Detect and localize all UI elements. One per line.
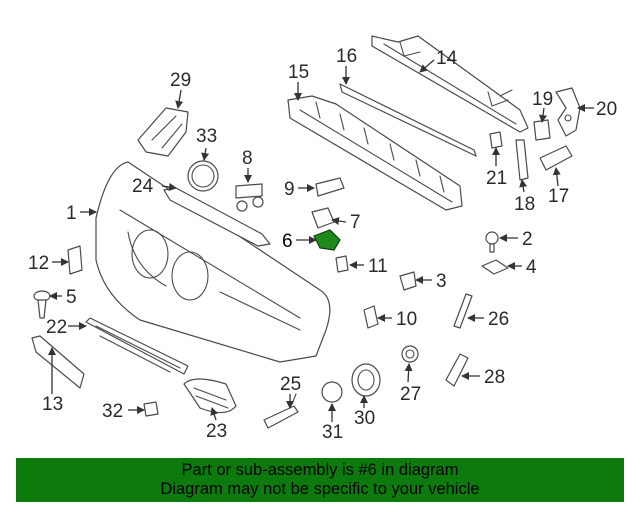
notice-line-1: Part or sub-assembly is #6 in diagram [181, 461, 459, 479]
part-32-clip[interactable] [143, 401, 159, 417]
part-33-emblem[interactable] [187, 160, 219, 192]
part-23-fog-grille[interactable] [183, 378, 237, 414]
callout-2: 2 [522, 229, 533, 250]
callout-28: 28 [484, 367, 505, 388]
callout-23: 23 [206, 421, 227, 442]
part-6-highlighted-part[interactable] [313, 229, 341, 251]
callout-26: 26 [488, 309, 509, 330]
part-30-sensor-holder[interactable] [351, 363, 381, 397]
callout-16: 16 [336, 46, 357, 67]
callout-10: 10 [396, 309, 417, 330]
callout-33: 33 [196, 126, 217, 147]
callout-17: 17 [548, 186, 569, 207]
callout-31: 31 [322, 422, 343, 443]
callout-30: 30 [354, 408, 375, 429]
part-27-sensor[interactable] [401, 345, 419, 363]
callout-32: 32 [102, 401, 123, 422]
part-16-impact-strip[interactable] [339, 83, 477, 157]
callout-29: 29 [170, 70, 191, 91]
part-13-plate-bracket[interactable] [31, 335, 85, 389]
part-14-bumper-carrier[interactable] [371, 35, 529, 133]
callout-24: 24 [132, 176, 154, 197]
part-12-bracket[interactable] [67, 245, 83, 275]
part-9-cover[interactable] [315, 177, 345, 197]
notice-banner: Part or sub-assembly is #6 in diagram Di… [16, 458, 624, 502]
callout-4: 4 [526, 257, 537, 278]
part-7-bracket[interactable] [311, 207, 335, 229]
callout-27: 27 [400, 384, 421, 405]
callout-8: 8 [242, 148, 253, 169]
part-21-clip[interactable] [489, 131, 503, 149]
part-20-bracket[interactable] [555, 87, 581, 137]
part-22-lower-grille[interactable] [85, 317, 189, 375]
callout-3: 3 [436, 271, 447, 292]
part-2-bolt[interactable] [485, 231, 499, 253]
part-4-nut[interactable] [481, 259, 509, 275]
part-28-bracket[interactable] [445, 353, 469, 387]
part-25-sensor[interactable] [263, 393, 299, 429]
leader-lines [48, 59, 594, 422]
part-17-guide[interactable] [539, 145, 573, 171]
part-15-energy-absorber[interactable] [287, 95, 463, 211]
part-3-grommet[interactable] [399, 271, 417, 291]
part-31-ring[interactable] [321, 381, 343, 403]
callout-21: 21 [486, 168, 507, 189]
callout-6: 6 [282, 231, 293, 252]
part-18-rail[interactable] [515, 139, 529, 181]
part-11-clip[interactable] [335, 255, 349, 273]
notice-line-2: Diagram may not be specific to your vehi… [160, 480, 480, 498]
callout-1: 1 [66, 203, 77, 224]
callout-13: 13 [42, 394, 63, 415]
callout-14: 14 [436, 48, 458, 69]
callout-19: 19 [532, 89, 553, 110]
part-19-clip[interactable] [533, 119, 551, 141]
part-8-nozzle[interactable] [235, 183, 264, 212]
callout-9: 9 [284, 179, 295, 200]
parts-diagram: 29 33 8 9 24 1 7 6 11 12 5 22 2 4 3 10 2… [28, 35, 617, 443]
part-1-bumper-cover[interactable] [95, 161, 331, 363]
callout-18: 18 [514, 194, 535, 215]
callout-20: 20 [596, 99, 617, 120]
callout-5: 5 [66, 287, 77, 308]
part-29-air-duct[interactable] [137, 107, 189, 157]
part-10-bracket[interactable] [363, 305, 379, 329]
part-5-clip[interactable] [33, 290, 51, 319]
part-26-strip[interactable] [453, 293, 473, 329]
callout-22: 22 [46, 317, 67, 338]
callout-15: 15 [288, 62, 309, 83]
callout-25: 25 [280, 374, 301, 395]
callout-labels: 29 33 8 9 24 1 7 6 11 12 5 22 2 4 3 10 2… [28, 46, 617, 443]
callout-12: 12 [28, 253, 49, 274]
callout-11: 11 [368, 256, 388, 277]
callout-7: 7 [350, 212, 361, 233]
